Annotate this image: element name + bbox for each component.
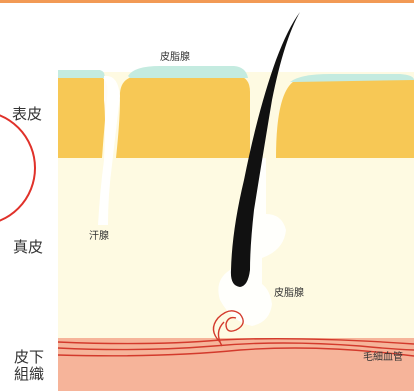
subcutis-layer <box>58 338 414 391</box>
sebum-film <box>128 66 248 78</box>
sebaceous-gland-label-top: 皮脂腺 <box>160 52 190 63</box>
epidermis-label: 表皮 <box>12 105 43 123</box>
subcutis-label: 皮下組織 <box>14 348 45 383</box>
epidermis-layer <box>58 76 414 158</box>
sebaceous-gland-label-bottom: 皮脂腺 <box>274 288 304 299</box>
callout-circle <box>0 114 36 222</box>
hair-shaft <box>230 12 300 287</box>
sebum-film <box>290 74 414 82</box>
top-border <box>0 0 414 3</box>
dermis-label: 真皮 <box>13 238 44 256</box>
capillaries <box>57 310 414 357</box>
sebum-film <box>58 70 105 78</box>
sweat-gland-label: 汗腺 <box>89 231 109 242</box>
capillary-label: 毛細血管 <box>363 352 403 363</box>
sweat-gland <box>98 75 120 225</box>
